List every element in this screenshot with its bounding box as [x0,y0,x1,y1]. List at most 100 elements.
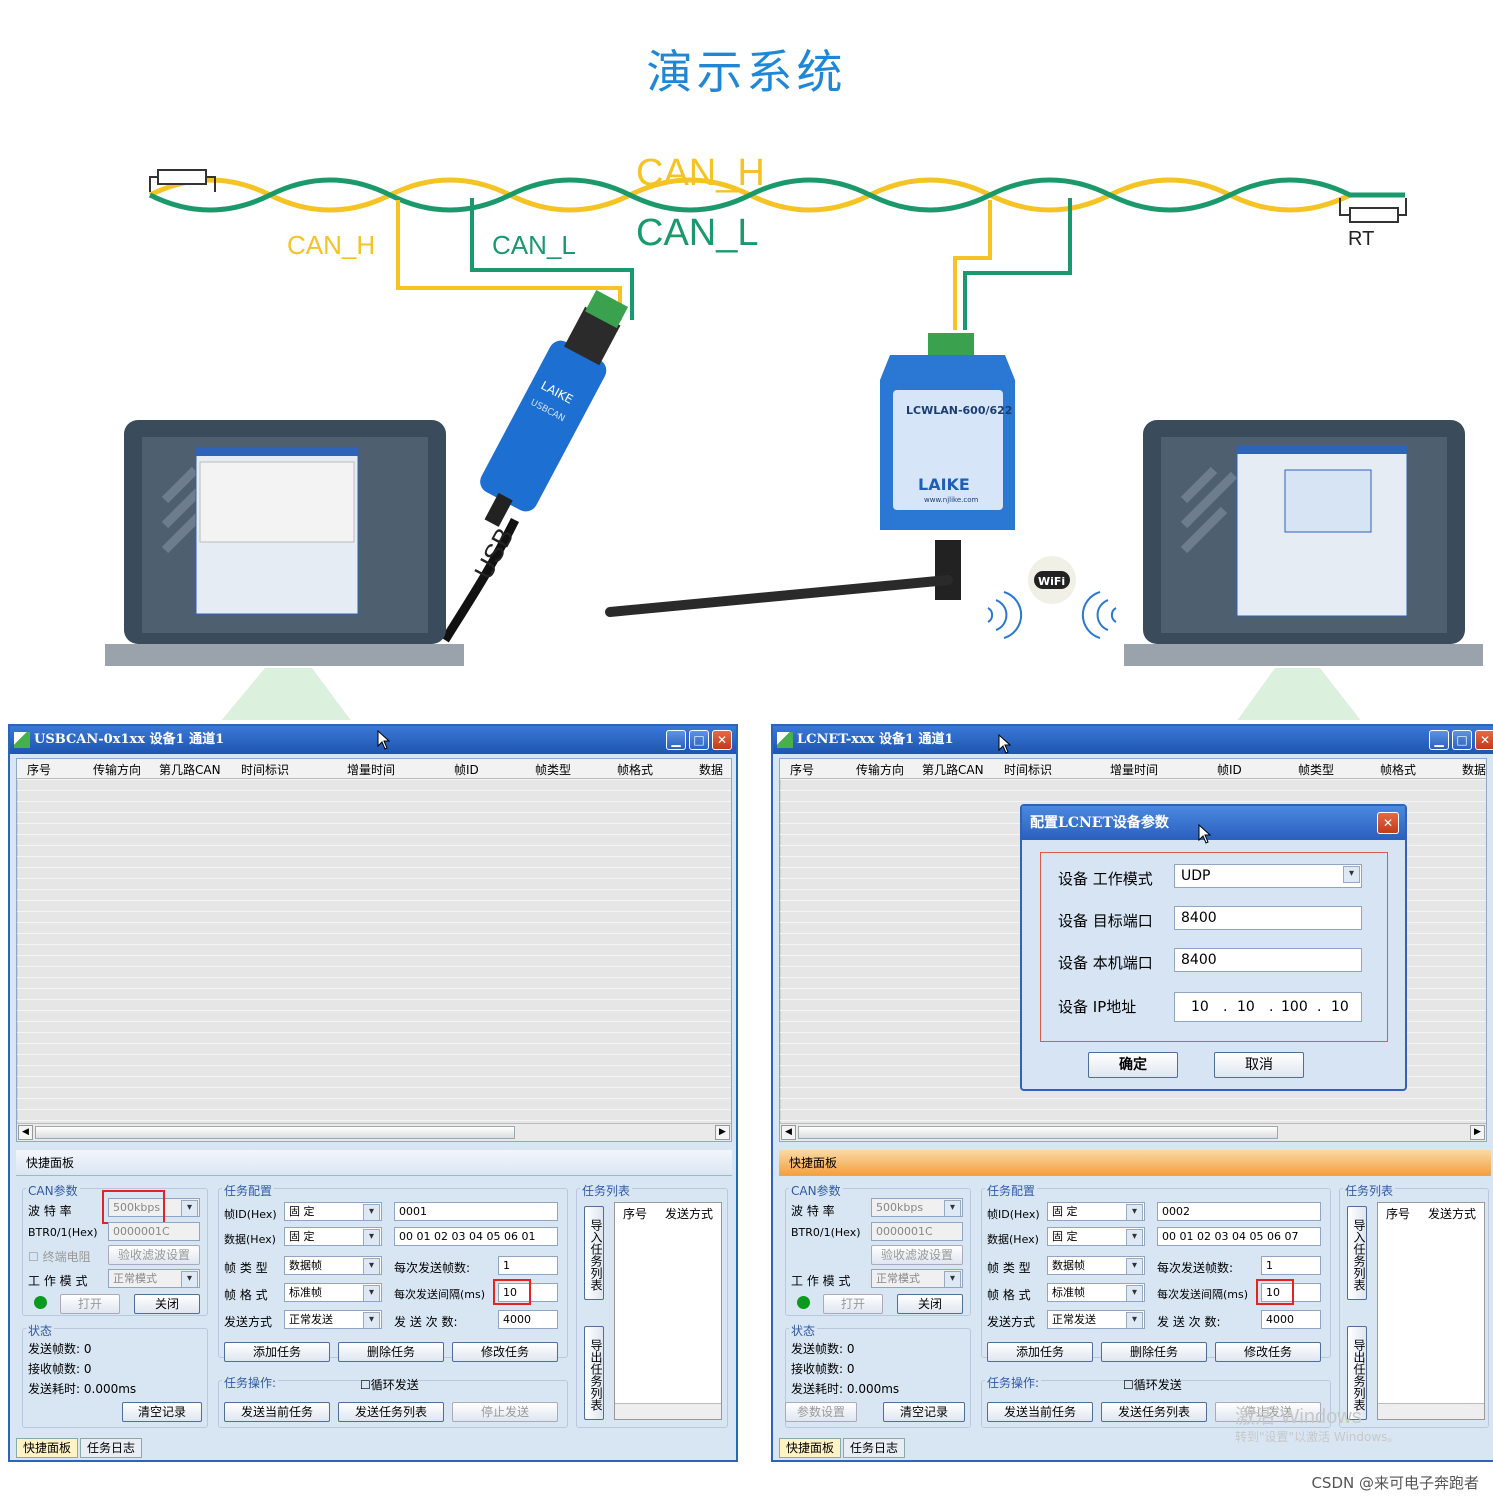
baud-select[interactable]: 500kbps [108,1198,200,1217]
col-data[interactable]: 数据 [699,763,724,777]
dialog-close-icon[interactable]: ✕ [1377,812,1399,834]
data-mode-select[interactable]: 固 定 [1047,1227,1145,1246]
frame-type-select[interactable]: 数据帧 [284,1256,382,1275]
send-list-button[interactable]: 发送任务列表 [338,1402,444,1422]
col-delta-time[interactable]: 增量时间 [1110,763,1159,777]
open-button[interactable]: 打开 [823,1294,883,1314]
export-tasks-button[interactable]: 导出任务列表 [1347,1326,1367,1420]
tab-quick-panel[interactable]: 快捷面板 [779,1438,841,1458]
frame-table[interactable]: 序号 传输方向 第几路CAN 时间标识 增量时间 帧ID 帧类型 帧格式 数据 … [16,758,732,1142]
data-input[interactable]: 00 01 02 03 04 05 06 01 [394,1227,558,1246]
col-index[interactable]: 序号 [790,763,815,777]
col-timestamp[interactable]: 时间标识 [241,763,290,777]
frame-id-mode-select[interactable]: 固 定 [1047,1202,1145,1221]
window-titlebar[interactable]: USBCAN-0x1xx 设备1 通道1 [10,726,736,754]
tab-task-log[interactable]: 任务日志 [843,1438,905,1458]
ip-octet-1[interactable]: 10 [1191,999,1209,1015]
quick-panel-bar[interactable]: 快捷面板 [16,1150,732,1176]
horizontal-scrollbar[interactable]: ◀ ▶ [780,1123,1486,1141]
per-send-input[interactable]: 1 [498,1256,558,1275]
add-task-button[interactable]: 添加任务 [224,1342,330,1362]
btr-field[interactable]: 0000001C [871,1222,963,1241]
minimize-button[interactable]: ▁ [666,730,686,750]
col-direction[interactable]: 传输方向 [93,763,142,777]
col-timestamp[interactable]: 时间标识 [1004,763,1053,777]
send-current-button[interactable]: 发送当前任务 [987,1402,1093,1422]
btr-field[interactable]: 0000001C [108,1222,200,1241]
col-channel[interactable]: 第几路CAN [159,763,221,777]
scroll-right-icon[interactable]: ▶ [1470,1125,1485,1140]
scroll-thumb[interactable] [35,1126,515,1139]
minimize-button[interactable]: ▁ [1429,730,1449,750]
col-frame-id[interactable]: 帧ID [454,763,479,777]
close-device-button[interactable]: 关闭 [134,1294,200,1314]
ip-octet-4[interactable]: 10 [1331,999,1349,1015]
frame-id-input[interactable]: 0002 [1157,1202,1321,1221]
data-mode-select[interactable]: 固 定 [284,1227,382,1246]
quick-panel-bar[interactable]: 快捷面板 [779,1150,1491,1176]
col-frame-format[interactable]: 帧格式 [1380,763,1417,777]
task-list-scrollbar[interactable] [615,1403,721,1419]
dialog-ok-button[interactable]: 确定 [1088,1052,1178,1078]
count-input[interactable]: 4000 [498,1310,558,1329]
loop-send-checkbox[interactable]: ☐循环发送 [1123,1378,1182,1392]
window-titlebar[interactable]: LCNET-xxx 设备1 通道1 [773,726,1493,754]
frame-format-select[interactable]: 标准帧 [1047,1283,1145,1302]
scroll-left-icon[interactable]: ◀ [18,1125,33,1140]
params-button[interactable]: 参数设置 [785,1402,857,1422]
filter-button[interactable]: 验收滤波设置 [108,1245,200,1265]
tab-task-log[interactable]: 任务日志 [80,1438,142,1458]
col-index[interactable]: 序号 [27,763,52,777]
task-list-table[interactable]: 序号 发送方式 [614,1202,722,1420]
send-mode-select[interactable]: 正常发送 [284,1310,382,1329]
col-frame-id[interactable]: 帧ID [1217,763,1242,777]
interval-input[interactable]: 10 [1261,1283,1321,1302]
frame-type-select[interactable]: 数据帧 [1047,1256,1145,1275]
dialog-target-port-input[interactable]: 8400 [1174,906,1362,930]
col-direction[interactable]: 传输方向 [856,763,905,777]
import-tasks-button[interactable]: 导入任务列表 [584,1206,604,1300]
col-frame-type[interactable]: 帧类型 [1298,763,1335,777]
mode-select[interactable]: 正常模式 [871,1269,963,1288]
interval-input[interactable]: 10 [498,1283,558,1302]
modify-task-button[interactable]: 修改任务 [1215,1342,1321,1362]
data-input[interactable]: 00 01 02 03 04 05 06 07 [1157,1227,1321,1246]
open-button[interactable]: 打开 [60,1294,120,1314]
close-button[interactable]: ✕ [712,730,732,750]
scroll-left-icon[interactable]: ◀ [781,1125,796,1140]
per-send-input[interactable]: 1 [1261,1256,1321,1275]
dialog-titlebar[interactable]: 配置LCNET设备参数 [1022,806,1405,840]
horizontal-scrollbar[interactable]: ◀ ▶ [17,1123,731,1141]
col-channel[interactable]: 第几路CAN [922,763,984,777]
task-list-scrollbar[interactable] [1378,1403,1484,1419]
frame-format-select[interactable]: 标准帧 [284,1283,382,1302]
col-frame-type[interactable]: 帧类型 [535,763,572,777]
baud-select[interactable]: 500kbps [871,1198,963,1217]
scroll-right-icon[interactable]: ▶ [715,1125,730,1140]
export-tasks-button[interactable]: 导出任务列表 [584,1326,604,1420]
stop-send-button[interactable]: 停止发送 [1215,1402,1321,1422]
send-current-button[interactable]: 发送当前任务 [224,1402,330,1422]
clear-log-button[interactable]: 清空记录 [883,1402,965,1422]
frame-id-input[interactable]: 0001 [394,1202,558,1221]
frame-id-mode-select[interactable]: 固 定 [284,1202,382,1221]
loop-send-checkbox[interactable]: ☐循环发送 [360,1378,419,1392]
maximize-button[interactable]: □ [689,730,709,750]
count-input[interactable]: 4000 [1261,1310,1321,1329]
delete-task-button[interactable]: 删除任务 [338,1342,444,1362]
ip-octet-3[interactable]: 100 [1281,999,1308,1015]
close-device-button[interactable]: 关闭 [897,1294,963,1314]
tab-quick-panel[interactable]: 快捷面板 [16,1438,78,1458]
ip-octet-2[interactable]: 10 [1237,999,1255,1015]
close-button[interactable]: ✕ [1475,730,1493,750]
modify-task-button[interactable]: 修改任务 [452,1342,558,1362]
dialog-mode-select[interactable]: UDP [1174,864,1362,888]
filter-button[interactable]: 验收滤波设置 [871,1245,963,1265]
scroll-thumb[interactable] [798,1126,1278,1139]
col-delta-time[interactable]: 增量时间 [347,763,396,777]
col-data[interactable]: 数据 [1462,763,1487,777]
terminal-checkbox[interactable]: ☐ 终端电阻 [28,1250,91,1264]
maximize-button[interactable]: □ [1452,730,1472,750]
send-list-button[interactable]: 发送任务列表 [1101,1402,1207,1422]
stop-send-button[interactable]: 停止发送 [452,1402,558,1422]
